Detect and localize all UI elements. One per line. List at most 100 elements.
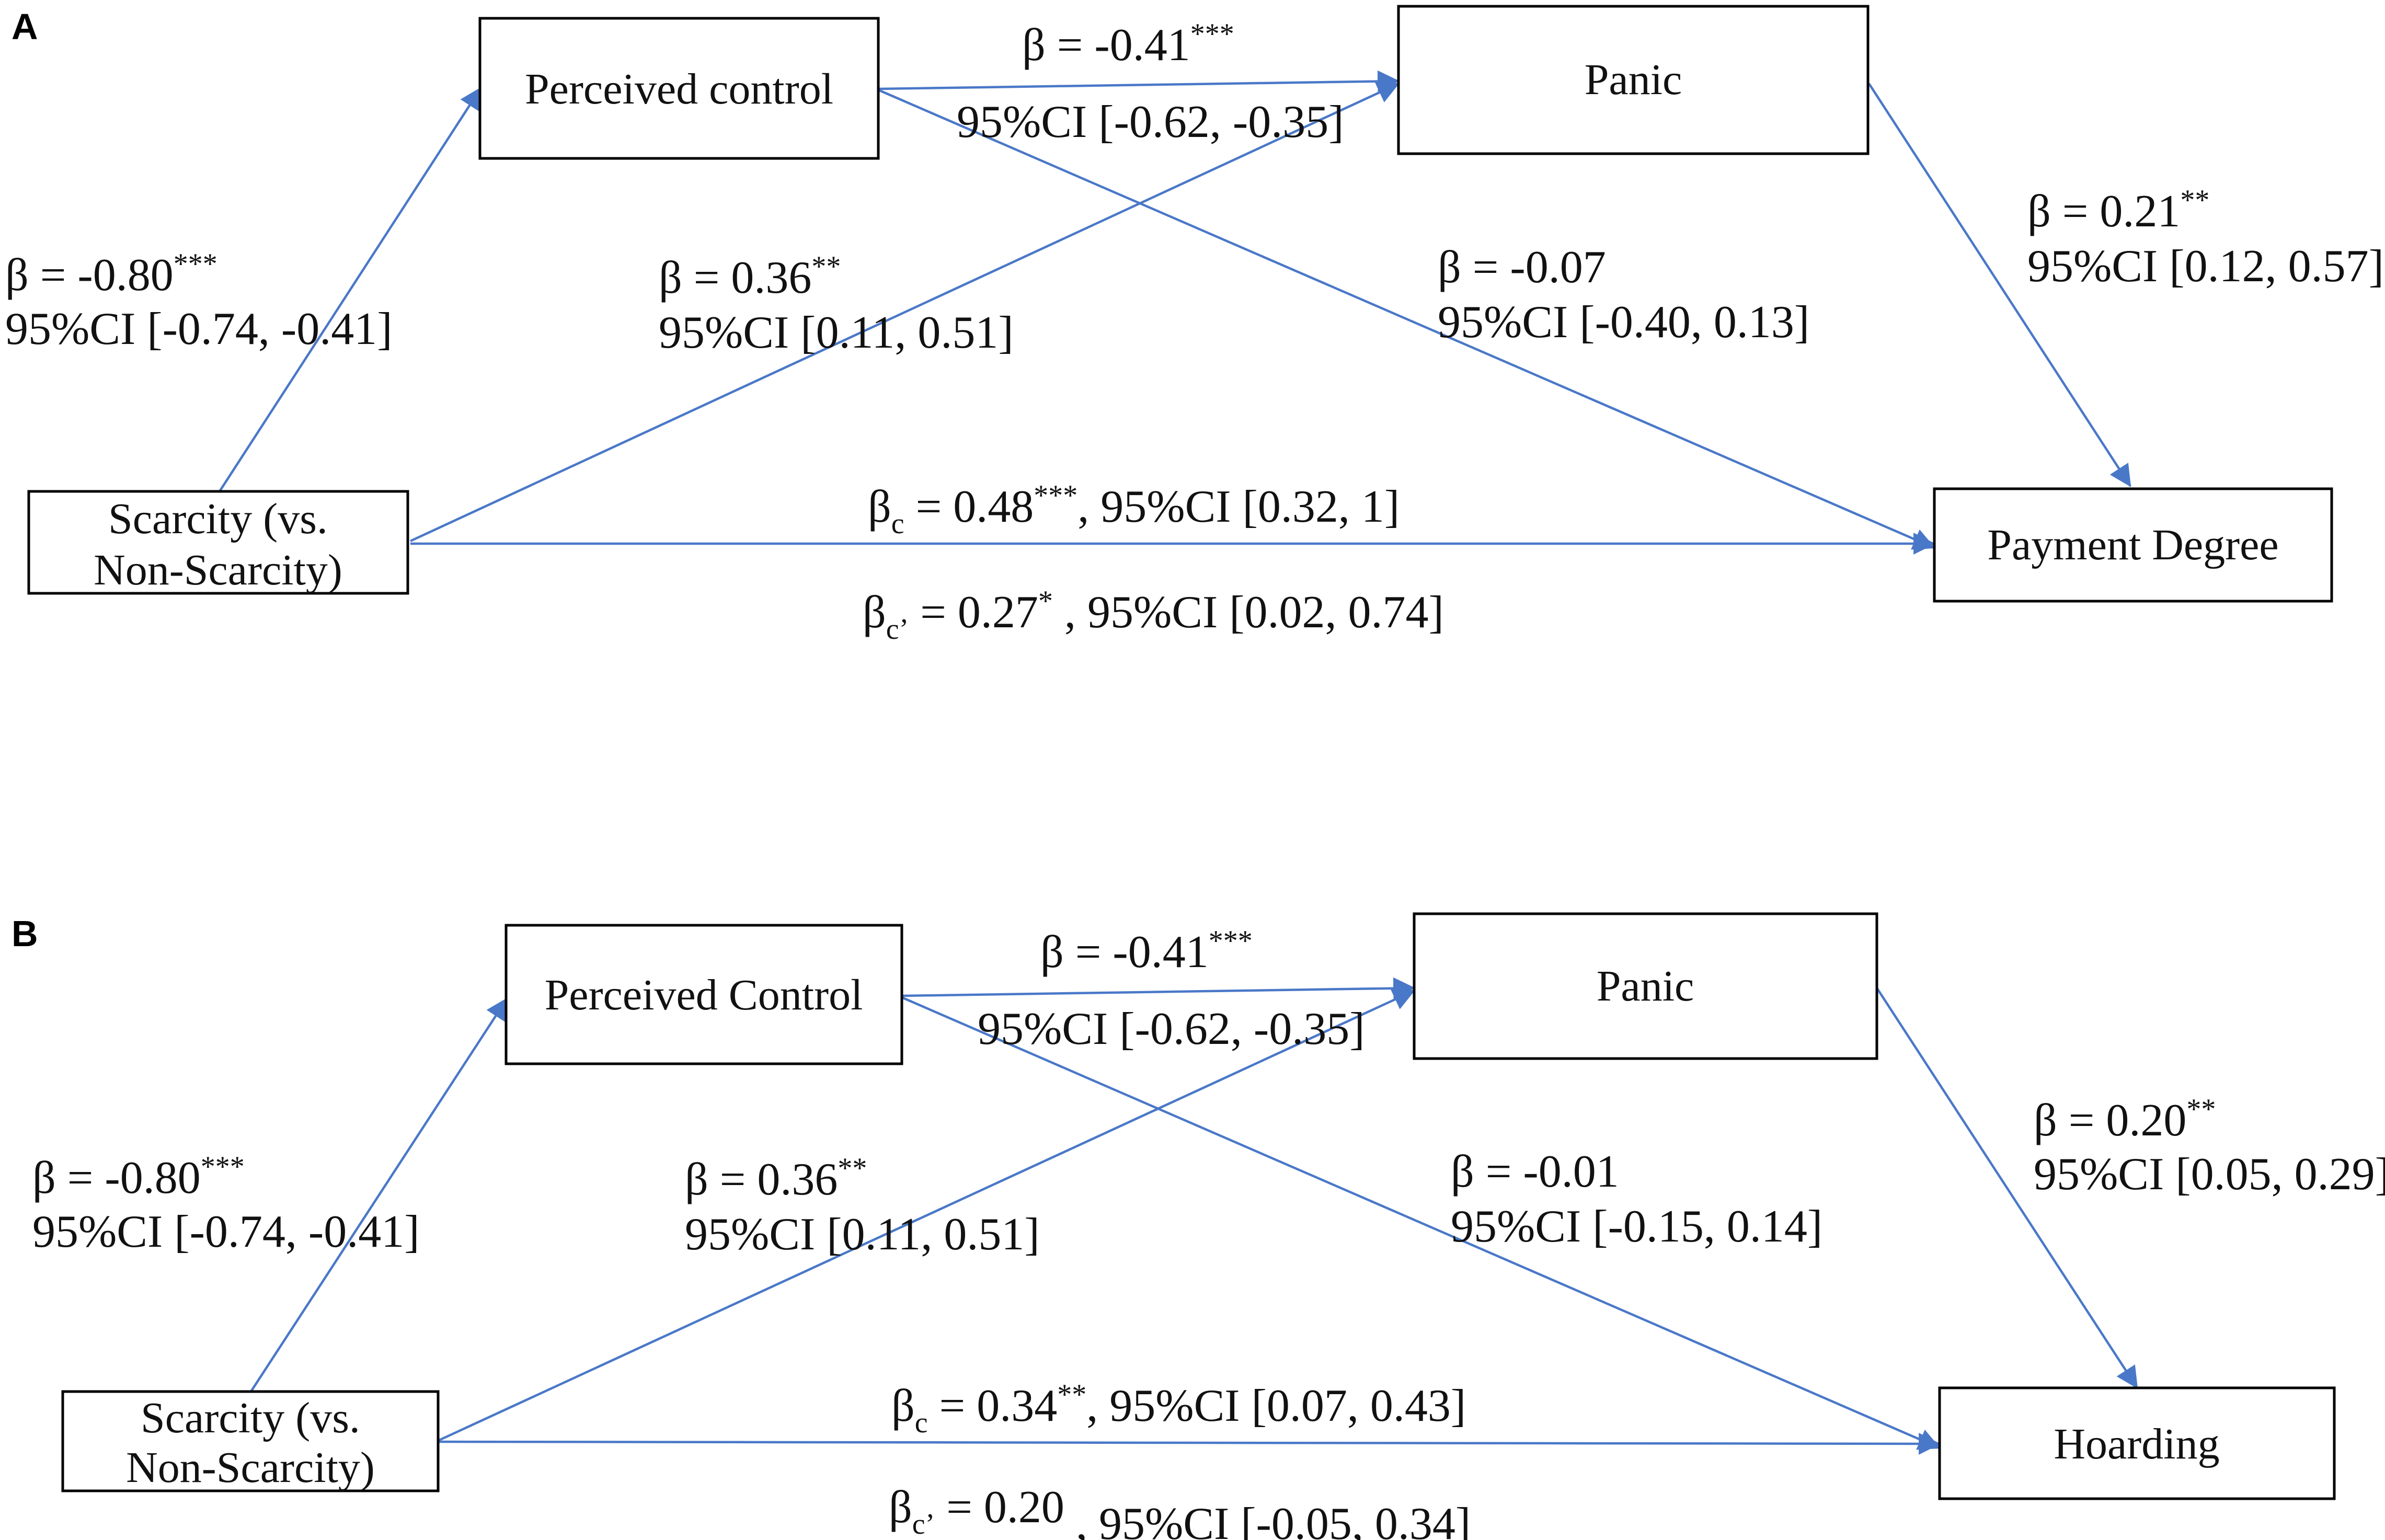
label-direct-effect: βc’ = 0.27* , 95%CI [0.02, 0.74] — [863, 585, 1444, 646]
beta-symbol: β — [868, 481, 891, 532]
beta-value: β = -0.07 — [1438, 242, 1606, 293]
confidence-interval: 95%CI [-0.74, -0.41] — [32, 1206, 420, 1257]
beta-value: = 0.27 — [909, 587, 1038, 638]
node-payment-degree-label: Payment Degree — [1987, 521, 2278, 569]
arrow-perceived-control-to-panic — [878, 70, 1400, 93]
node-scarcity-line1: Scarcity (vs. — [141, 1394, 360, 1442]
label-perceived-control-to-panic: β = -0.41*** 95%CI [-0.62, -0.35] — [957, 18, 1344, 147]
beta-subscript: c — [891, 508, 904, 540]
svg-text:βc’ = 0.27* , 95%CI [0.02, 0.7: βc’ = 0.27* , 95%CI [0.02, 0.74] — [863, 585, 1444, 646]
label-total-effect: βc = 0.48***, 95%CI [0.32, 1] — [868, 479, 1400, 540]
significance-stars: * — [1038, 585, 1053, 617]
label-panic-to-hoarding: β = 0.20** 95%CI [0.05, 0.29] — [2034, 1093, 2385, 1200]
significance-stars: *** — [1190, 18, 1234, 50]
significance-stars: *** — [201, 1151, 245, 1183]
node-panic-label: Panic — [1585, 55, 1682, 104]
beta-value: β = 0.36 — [685, 1154, 838, 1205]
confidence-interval: , 95%CI [0.32, 1] — [1077, 481, 1400, 532]
arrow-x-to-perceived-control — [250, 997, 508, 1393]
node-scarcity: Scarcity (vs. Non-Scarcity) — [61, 1390, 440, 1492]
confidence-interval: 95%CI [0.11, 0.51] — [659, 307, 1014, 358]
node-scarcity-line2: Non-Scarcity) — [126, 1443, 375, 1492]
panel-a: A Scarcity (vs. Non-Scarcity) Perceived … — [5, 5, 2384, 646]
beta-value: β = 0.21 — [2027, 186, 2180, 237]
confidence-interval: 95%CI [0.11, 0.51] — [685, 1209, 1040, 1260]
significance-stars: *** — [1209, 925, 1253, 957]
node-panic: Panic — [1397, 5, 1870, 155]
confidence-interval: 95%CI [-0.62, -0.35] — [957, 97, 1344, 147]
label-x-to-panic: β = 0.36** 95%CI [0.11, 0.51] — [685, 1152, 1040, 1260]
confidence-interval: 95%CI [0.05, 0.29] — [2034, 1149, 2385, 1200]
arrow-panic-to-hoarding — [1876, 987, 2138, 1389]
confidence-interval: , 95%CI [0.02, 0.74] — [1053, 587, 1444, 638]
beta-subscript: c’ — [912, 1508, 935, 1540]
arrow-x-to-panic — [439, 989, 1415, 1442]
node-hoarding-label: Hoarding — [2054, 1420, 2219, 1468]
arrow-x-to-panic — [410, 82, 1400, 543]
svg-text:β = -0.07: β = -0.07 — [1438, 242, 1606, 293]
label-total-effect: βc = 0.34**, 95%CI [0.07, 0.43] — [891, 1378, 1466, 1439]
arrow-perceived-control-to-payment — [878, 88, 1935, 550]
node-scarcity-line1: Scarcity (vs. — [108, 495, 328, 543]
svg-text:β = 0.20**: β = 0.20** — [2034, 1093, 2216, 1146]
label-perceived-control-to-payment: β = -0.07 95%CI [-0.40, 0.13] — [1438, 242, 1809, 348]
svg-text:β = 0.36**: β = 0.36** — [659, 250, 841, 303]
node-panic: Panic — [1413, 912, 1878, 1060]
node-scarcity: Scarcity (vs. Non-Scarcity) — [27, 490, 409, 595]
arrow-x-to-hoarding — [439, 1432, 1941, 1455]
beta-value: β = -0.41 — [1040, 927, 1209, 978]
beta-symbol: β — [891, 1381, 915, 1431]
significance-stars: *** — [174, 248, 217, 280]
svg-text:β = -0.41***: β = -0.41*** — [1040, 925, 1253, 978]
label-x-to-panic: β = 0.36** 95%CI [0.11, 0.51] — [659, 250, 1014, 358]
node-perceived-control: Perceived control — [478, 17, 880, 160]
node-panic-label: Panic — [1597, 962, 1694, 1010]
beta-value: β = -0.80 — [32, 1153, 201, 1203]
arrow-perceived-control-to-hoarding — [901, 996, 1941, 1450]
beta-value: β = 0.36 — [659, 252, 811, 303]
node-perceived-control: Perceived Control — [504, 924, 903, 1065]
significance-stars: ** — [838, 1152, 867, 1185]
significance-stars: ** — [2186, 1093, 2216, 1125]
confidence-interval: , 95%CI [0.07, 0.43] — [1086, 1381, 1466, 1431]
beta-value: = 0.48 — [904, 481, 1034, 532]
svg-text:βc = 0.48***, 95%CI [0.32, 1]: βc = 0.48***, 95%CI [0.32, 1] — [868, 479, 1400, 540]
panel-label-b: B — [12, 913, 38, 954]
beta-value: β = 0.20 — [2034, 1095, 2186, 1146]
beta-value: = 0.20 — [935, 1482, 1064, 1533]
beta-symbol: β — [863, 587, 886, 638]
panel-b: B Scarcity (vs. Non-Scarcity) Perceived … — [12, 912, 2385, 1540]
node-scarcity-line2: Non-Scarcity) — [94, 546, 342, 594]
svg-text:β = -0.80***: β = -0.80*** — [32, 1151, 245, 1203]
node-payment-degree: Payment Degree — [1933, 487, 2333, 603]
svg-text:βc’ = 0.20 , 95%CI [-0.05, 0.3: βc’ = 0.20 , 95%CI [-0.05, 0.34] — [889, 1482, 1471, 1540]
beta-value: β = -0.80 — [5, 250, 174, 301]
significance-stars: ** — [2180, 184, 2209, 216]
label-panic-to-payment: β = 0.21** 95%CI [0.12, 0.57] — [2027, 184, 2384, 292]
confidence-interval: 95%CI [-0.62, -0.35] — [978, 1004, 1365, 1054]
svg-text:βc = 0.34**, 95%CI [0.07, 0.43: βc = 0.34**, 95%CI [0.07, 0.43] — [891, 1378, 1466, 1439]
svg-text:β = 0.21**: β = 0.21** — [2027, 184, 2209, 237]
beta-subscript: c’ — [886, 613, 909, 646]
arrow-x-to-perceived-control — [219, 87, 482, 492]
significance-stars: ** — [811, 250, 841, 283]
label-x-to-perceived-control: β = -0.80*** 95%CI [-0.74, -0.41] — [5, 248, 393, 354]
label-perceived-control-to-hoarding: β = -0.01 95%CI [-0.15, 0.14] — [1451, 1146, 1822, 1252]
label-direct-effect: βc’ = 0.20 , 95%CI [-0.05, 0.34] — [889, 1482, 1471, 1540]
confidence-interval: , 95%CI [-0.05, 0.34] — [1064, 1499, 1471, 1540]
node-perceived-control-label: Perceived Control — [545, 971, 863, 1019]
svg-text:β = -0.80***: β = -0.80*** — [5, 248, 217, 301]
svg-text:β = -0.41***: β = -0.41*** — [1022, 18, 1234, 71]
svg-text:β = 0.36**: β = 0.36** — [685, 1152, 867, 1205]
panel-label-a: A — [12, 6, 38, 47]
confidence-interval: 95%CI [-0.74, -0.41] — [5, 304, 393, 354]
significance-stars: ** — [1057, 1378, 1086, 1411]
node-hoarding: Hoarding — [1938, 1386, 2336, 1500]
label-x-to-perceived-control: β = -0.80*** 95%CI [-0.74, -0.41] — [32, 1151, 420, 1257]
label-perceived-control-to-panic: β = -0.41*** 95%CI [-0.62, -0.35] — [978, 925, 1365, 1054]
arrow-panic-to-payment — [1868, 83, 2131, 487]
beta-value: β = -0.01 — [1451, 1146, 1619, 1197]
svg-text:β = -0.01: β = -0.01 — [1451, 1146, 1619, 1197]
arrow-perceived-control-to-panic — [901, 977, 1416, 999]
